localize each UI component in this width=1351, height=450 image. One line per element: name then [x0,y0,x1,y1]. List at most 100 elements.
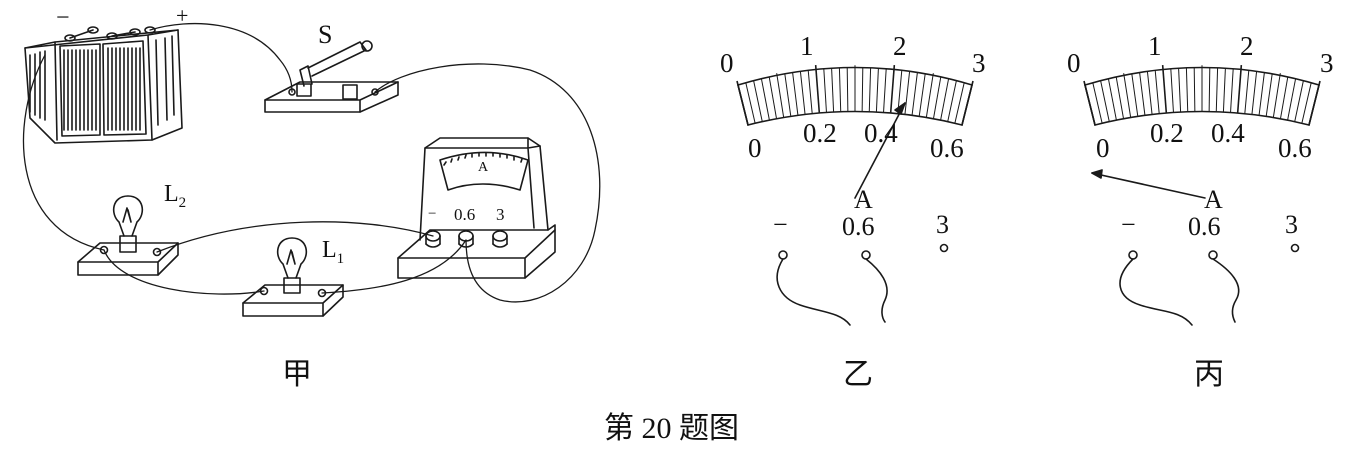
scale-tick [1131,73,1139,117]
ammeter-device-icon [397,137,556,279]
panel-label-jia: 甲 [282,358,312,391]
battery-negative-label: − [56,5,70,31]
scale-tick [1185,67,1189,112]
yi-term-3: 3 [936,210,949,239]
panel-label-bing: 丙 [1194,358,1224,391]
yi-upper-1: 1 [800,31,814,61]
scale-tick [1123,73,1132,118]
lamp-l1-label: L1 [322,237,345,267]
scale-tick [932,76,942,119]
scale-tick [1115,76,1125,119]
scale-tick [799,71,806,115]
wires [22,22,601,303]
scale-tick [838,67,842,112]
scale-tick [940,78,950,121]
scale-tick [814,65,821,114]
scale-tick [897,70,903,114]
scale-tick [1215,67,1219,112]
yi-lower-02: 0.2 [803,118,837,148]
bing-unit-A: A [1204,185,1223,214]
lamp-l2-label: L2 [164,181,187,211]
battery-icon [24,26,183,144]
scale-tick [1092,82,1103,124]
bing-term-neg: − [1121,210,1136,239]
scale-tick [1161,65,1168,114]
ammeter-term-06: 0.6 [454,205,476,224]
scale-tick [1154,70,1160,114]
scale-tick [768,76,778,119]
scale-tick [875,68,879,113]
scale-tick [918,73,926,117]
scale-tick [1244,70,1250,114]
bing-lower-0: 0 [1096,133,1110,163]
scale-tick [776,73,785,118]
ammeter-term-neg: − [428,206,437,222]
scale-tick [904,71,911,115]
scale-tick [1265,73,1273,117]
scale-tick [1208,67,1211,112]
needle-bing [1091,169,1206,199]
yi-lower-04: 0.4 [864,118,898,148]
terminals-yi [776,243,949,326]
switch-label: S [318,20,333,49]
yi-lower-06: 0.6 [930,133,964,163]
scale-tick [792,72,799,116]
scale-tick [760,78,770,121]
scale-tick [1294,80,1304,122]
lamp-l1-icon [242,237,344,317]
battery-positive-label: + [176,3,189,28]
scale-ticks-yi [736,65,974,126]
scale-tick [823,68,827,113]
scale-tick [868,67,872,112]
scale-tick [745,82,756,124]
panel-label-yi: 乙 [843,358,873,391]
scale-tick [861,67,864,112]
bing-upper-3: 3 [1320,48,1334,78]
scale-tick [889,65,896,114]
scale-tick [753,80,763,122]
bing-term-3: 3 [1285,210,1298,239]
scale-tick [1301,82,1312,124]
scale-tick [1236,65,1243,114]
figure-caption: 第 20 题图 [604,412,739,445]
yi-term-06: 0.6 [842,212,875,241]
scale-tick [807,70,813,114]
scale-tick [1170,68,1174,113]
scale-tick [883,68,887,113]
yi-upper-3: 3 [972,48,986,78]
scale-tick [1146,71,1153,115]
scale-tick [1258,72,1265,116]
yi-upper-0: 0 [720,48,734,78]
scale-tick [1178,68,1182,113]
bing-upper-1: 1 [1148,31,1162,61]
yi-upper-2: 2 [893,31,907,61]
scale-tick [736,80,749,126]
bing-lower-02: 0.2 [1150,118,1184,148]
ammeter-face-letter: A [478,160,489,175]
yi-term-neg: − [773,210,788,239]
scale-tick [831,68,835,113]
bing-term-06: 0.6 [1188,212,1221,241]
bing-lower-06: 0.6 [1278,133,1312,163]
scale-tick [961,80,974,126]
scale-tick [911,72,918,116]
bing-upper-0: 0 [1067,48,1081,78]
scale-tick [1287,78,1297,121]
scale-tick [954,82,965,124]
yi-unit-A: A [854,185,873,214]
scale-tick [1279,76,1289,119]
scale-tick [1272,73,1281,118]
switch-icon [264,40,399,113]
terminals-bing [1119,243,1300,326]
scale-tick [784,73,792,117]
scale-tick [1100,80,1110,122]
scale-tick [925,73,934,118]
scale-tick [1193,67,1196,112]
bing-upper-2: 2 [1240,31,1254,61]
scale-tick [1083,80,1096,126]
scale-ticks-bing [1083,65,1321,126]
bing-lower-04: 0.4 [1211,118,1245,148]
scale-tick [1308,80,1321,126]
scale-tick [947,80,957,122]
